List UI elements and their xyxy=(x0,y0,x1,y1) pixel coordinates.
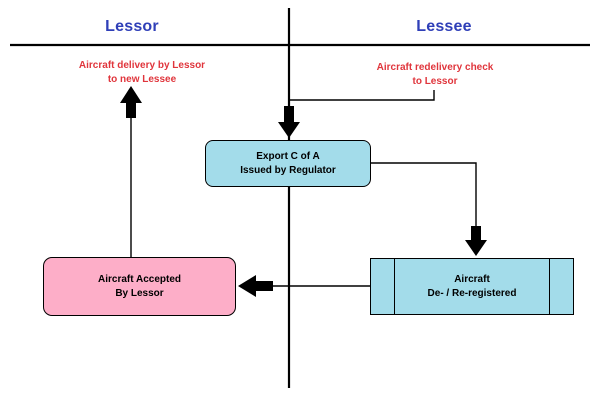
node-aircraft-accepted: Aircraft Accepted By Lessor xyxy=(43,257,236,316)
connector-export-to-reregistered xyxy=(371,162,477,232)
lane-title-lessor: Lessor xyxy=(105,18,159,35)
connector-redelivery-to-export xyxy=(288,90,435,120)
node-aircraft-reregistered: Aircraft De- / Re-registered xyxy=(370,258,574,315)
note-aircraft-redelivery: Aircraft redelivery check to Lessor xyxy=(376,62,494,87)
arrowhead-into-reregistered xyxy=(465,226,487,256)
node-accepted-label: Aircraft Accepted By Lessor xyxy=(98,273,181,299)
node-export-c-of-a: Export C of A Issued by Regulator xyxy=(205,140,371,187)
arrowhead-into-delivery-note xyxy=(120,86,142,118)
arrowhead-into-export xyxy=(278,106,300,138)
node-export-label: Export C of A Issued by Regulator xyxy=(240,150,336,176)
note-aircraft-delivery: Aircraft delivery by Lessor to new Lesse… xyxy=(78,60,206,85)
process-bar-right xyxy=(549,259,550,314)
lane-title-lessee: Lessee xyxy=(416,18,472,35)
node-reregistered-label: Aircraft De- / Re-registered xyxy=(427,273,517,299)
arrowhead-into-accepted xyxy=(238,275,273,297)
process-bar-left xyxy=(394,259,395,314)
